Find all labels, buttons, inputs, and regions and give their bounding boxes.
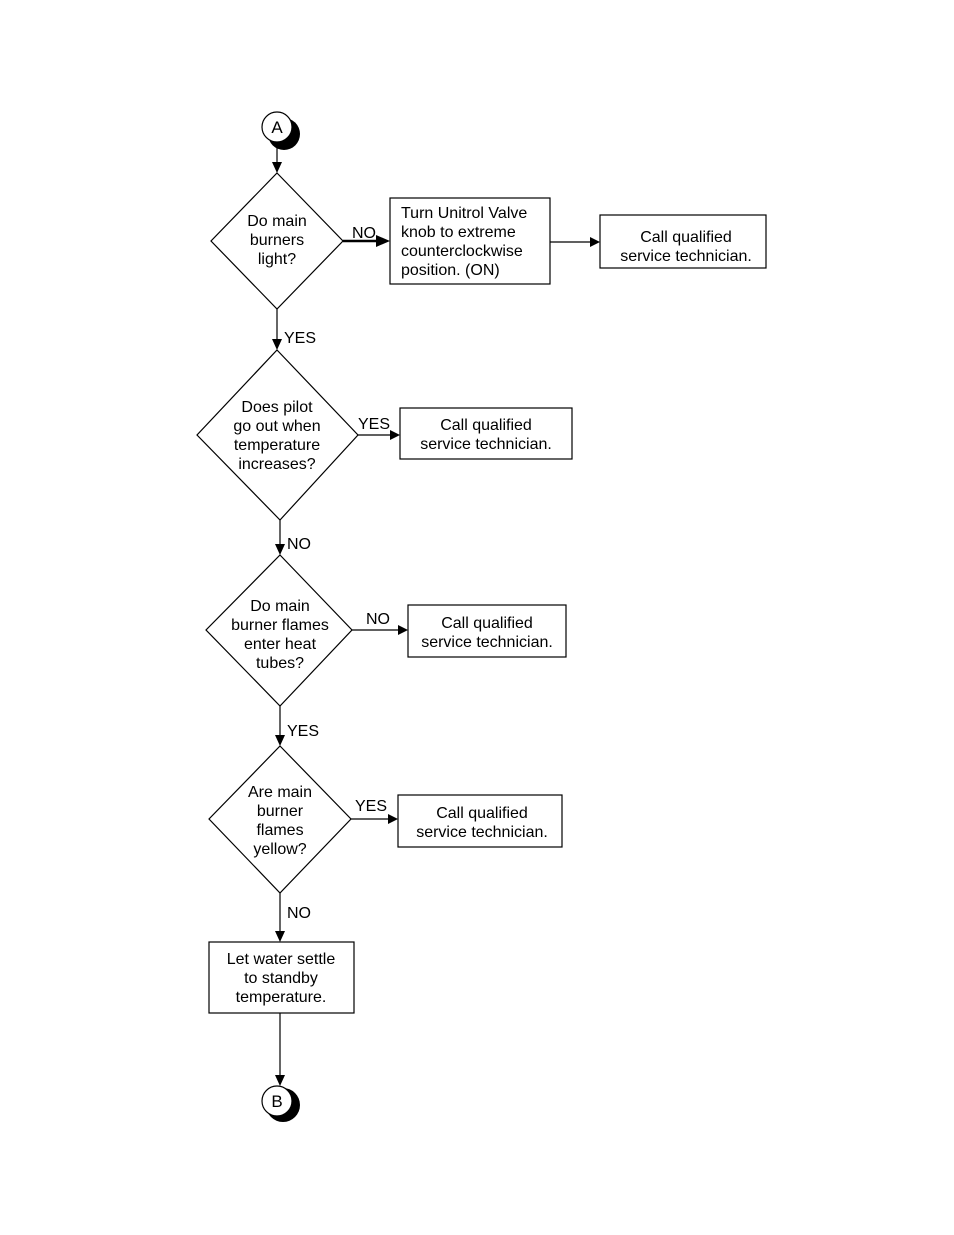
process-turn-unitrol-valve: Turn Unitrol Valve knob to extreme count…	[389, 197, 551, 285]
decision-main-burners-light: Do main burners light?	[210, 172, 344, 310]
decision-text-line: temperature	[234, 437, 320, 454]
decision-flames-enter-tubes: Do main burner flames enter heat tubes?	[205, 554, 353, 707]
process-text-line: service technician.	[420, 436, 552, 453]
decision-pilot-goes-out: Does pilot go out when temperature incre…	[196, 349, 359, 521]
process-box	[389, 197, 551, 285]
process-text-line: Turn Unitrol Valve	[401, 205, 527, 222]
edge-pilot-no: NO	[275, 520, 311, 555]
edge-label-no: NO	[287, 905, 311, 922]
end-connector: B	[261, 1085, 300, 1122]
process-box	[399, 407, 573, 460]
connector-label-start: A	[271, 118, 283, 137]
decision-text-line: enter heat	[244, 636, 317, 653]
decision-text-line: yellow?	[253, 841, 306, 858]
decision-text-line: light?	[258, 251, 296, 268]
edge-label-yes: YES	[287, 723, 319, 740]
edge-tubes-yes: YES	[275, 706, 319, 746]
decision-flames-yellow: Are main burner flames yellow?	[208, 745, 352, 894]
edge-light-no: NO	[343, 225, 390, 247]
process-text-line: service technician.	[620, 248, 752, 265]
process-text-line: service technician.	[416, 824, 548, 841]
decision-text-line: tubes?	[256, 655, 304, 672]
edge-yellow-yes: YES	[351, 798, 398, 824]
process-box	[208, 941, 355, 1014]
edge-label-yes: YES	[358, 416, 390, 433]
decision-text-line: flames	[256, 822, 303, 839]
start-connector: A	[261, 111, 300, 150]
edge-label-no: NO	[287, 536, 311, 553]
edge-tubes-no: NO	[352, 611, 408, 635]
process-call-technician-2: Call qualified service technician.	[399, 407, 573, 460]
decision-text-line: burners	[250, 232, 304, 249]
process-box	[397, 794, 563, 848]
decision-text-line: increases?	[238, 456, 315, 473]
decision-text-line: go out when	[233, 418, 320, 435]
decision-text-line: Do main	[247, 213, 307, 230]
edge-label-no: NO	[366, 611, 390, 628]
edge-label-yes: YES	[284, 330, 316, 347]
process-let-water-settle: Let water settle to standby temperature.	[208, 941, 355, 1014]
edge-yellow-no: NO	[275, 893, 311, 942]
edge-light-yes: YES	[272, 309, 316, 350]
process-box	[599, 214, 767, 269]
process-text-line: Call qualified	[440, 417, 532, 434]
connector-circle	[261, 1085, 293, 1117]
process-text-line: Call qualified	[441, 615, 533, 632]
process-text-line: Call qualified	[640, 229, 732, 246]
decision-text-line: burner flames	[231, 617, 329, 634]
edge-label-yes: YES	[355, 798, 387, 815]
connector-label-end: B	[271, 1092, 282, 1111]
process-text-line: counterclockwise	[401, 243, 523, 260]
decision-text-line: Are main	[248, 784, 312, 801]
decision-text-line: Does pilot	[241, 399, 313, 416]
process-call-technician-1: Call qualified service technician.	[599, 214, 767, 269]
process-text-line: service technician.	[421, 634, 553, 651]
process-text-line: Let water settle	[227, 951, 336, 968]
edge-start-to-light	[272, 142, 282, 173]
edge-valve-to-technician	[550, 237, 600, 247]
decision-text-line: burner	[257, 803, 304, 820]
decision-text-line: Do main	[250, 598, 310, 615]
process-text-line: to standby	[244, 970, 318, 987]
process-call-technician-4: Call qualified service technician.	[397, 794, 563, 848]
edge-pilot-yes: YES	[358, 416, 400, 440]
process-text-line: temperature.	[236, 989, 327, 1006]
process-text-line: knob to extreme	[401, 224, 516, 241]
edge-settle-to-end	[275, 1013, 285, 1086]
process-call-technician-3: Call qualified service technician.	[407, 604, 567, 658]
edge-label-no: NO	[352, 225, 376, 242]
process-box	[407, 604, 567, 658]
process-text-line: Call qualified	[436, 805, 528, 822]
decision-diamond	[196, 349, 359, 521]
process-text-line: position. (ON)	[401, 262, 500, 279]
